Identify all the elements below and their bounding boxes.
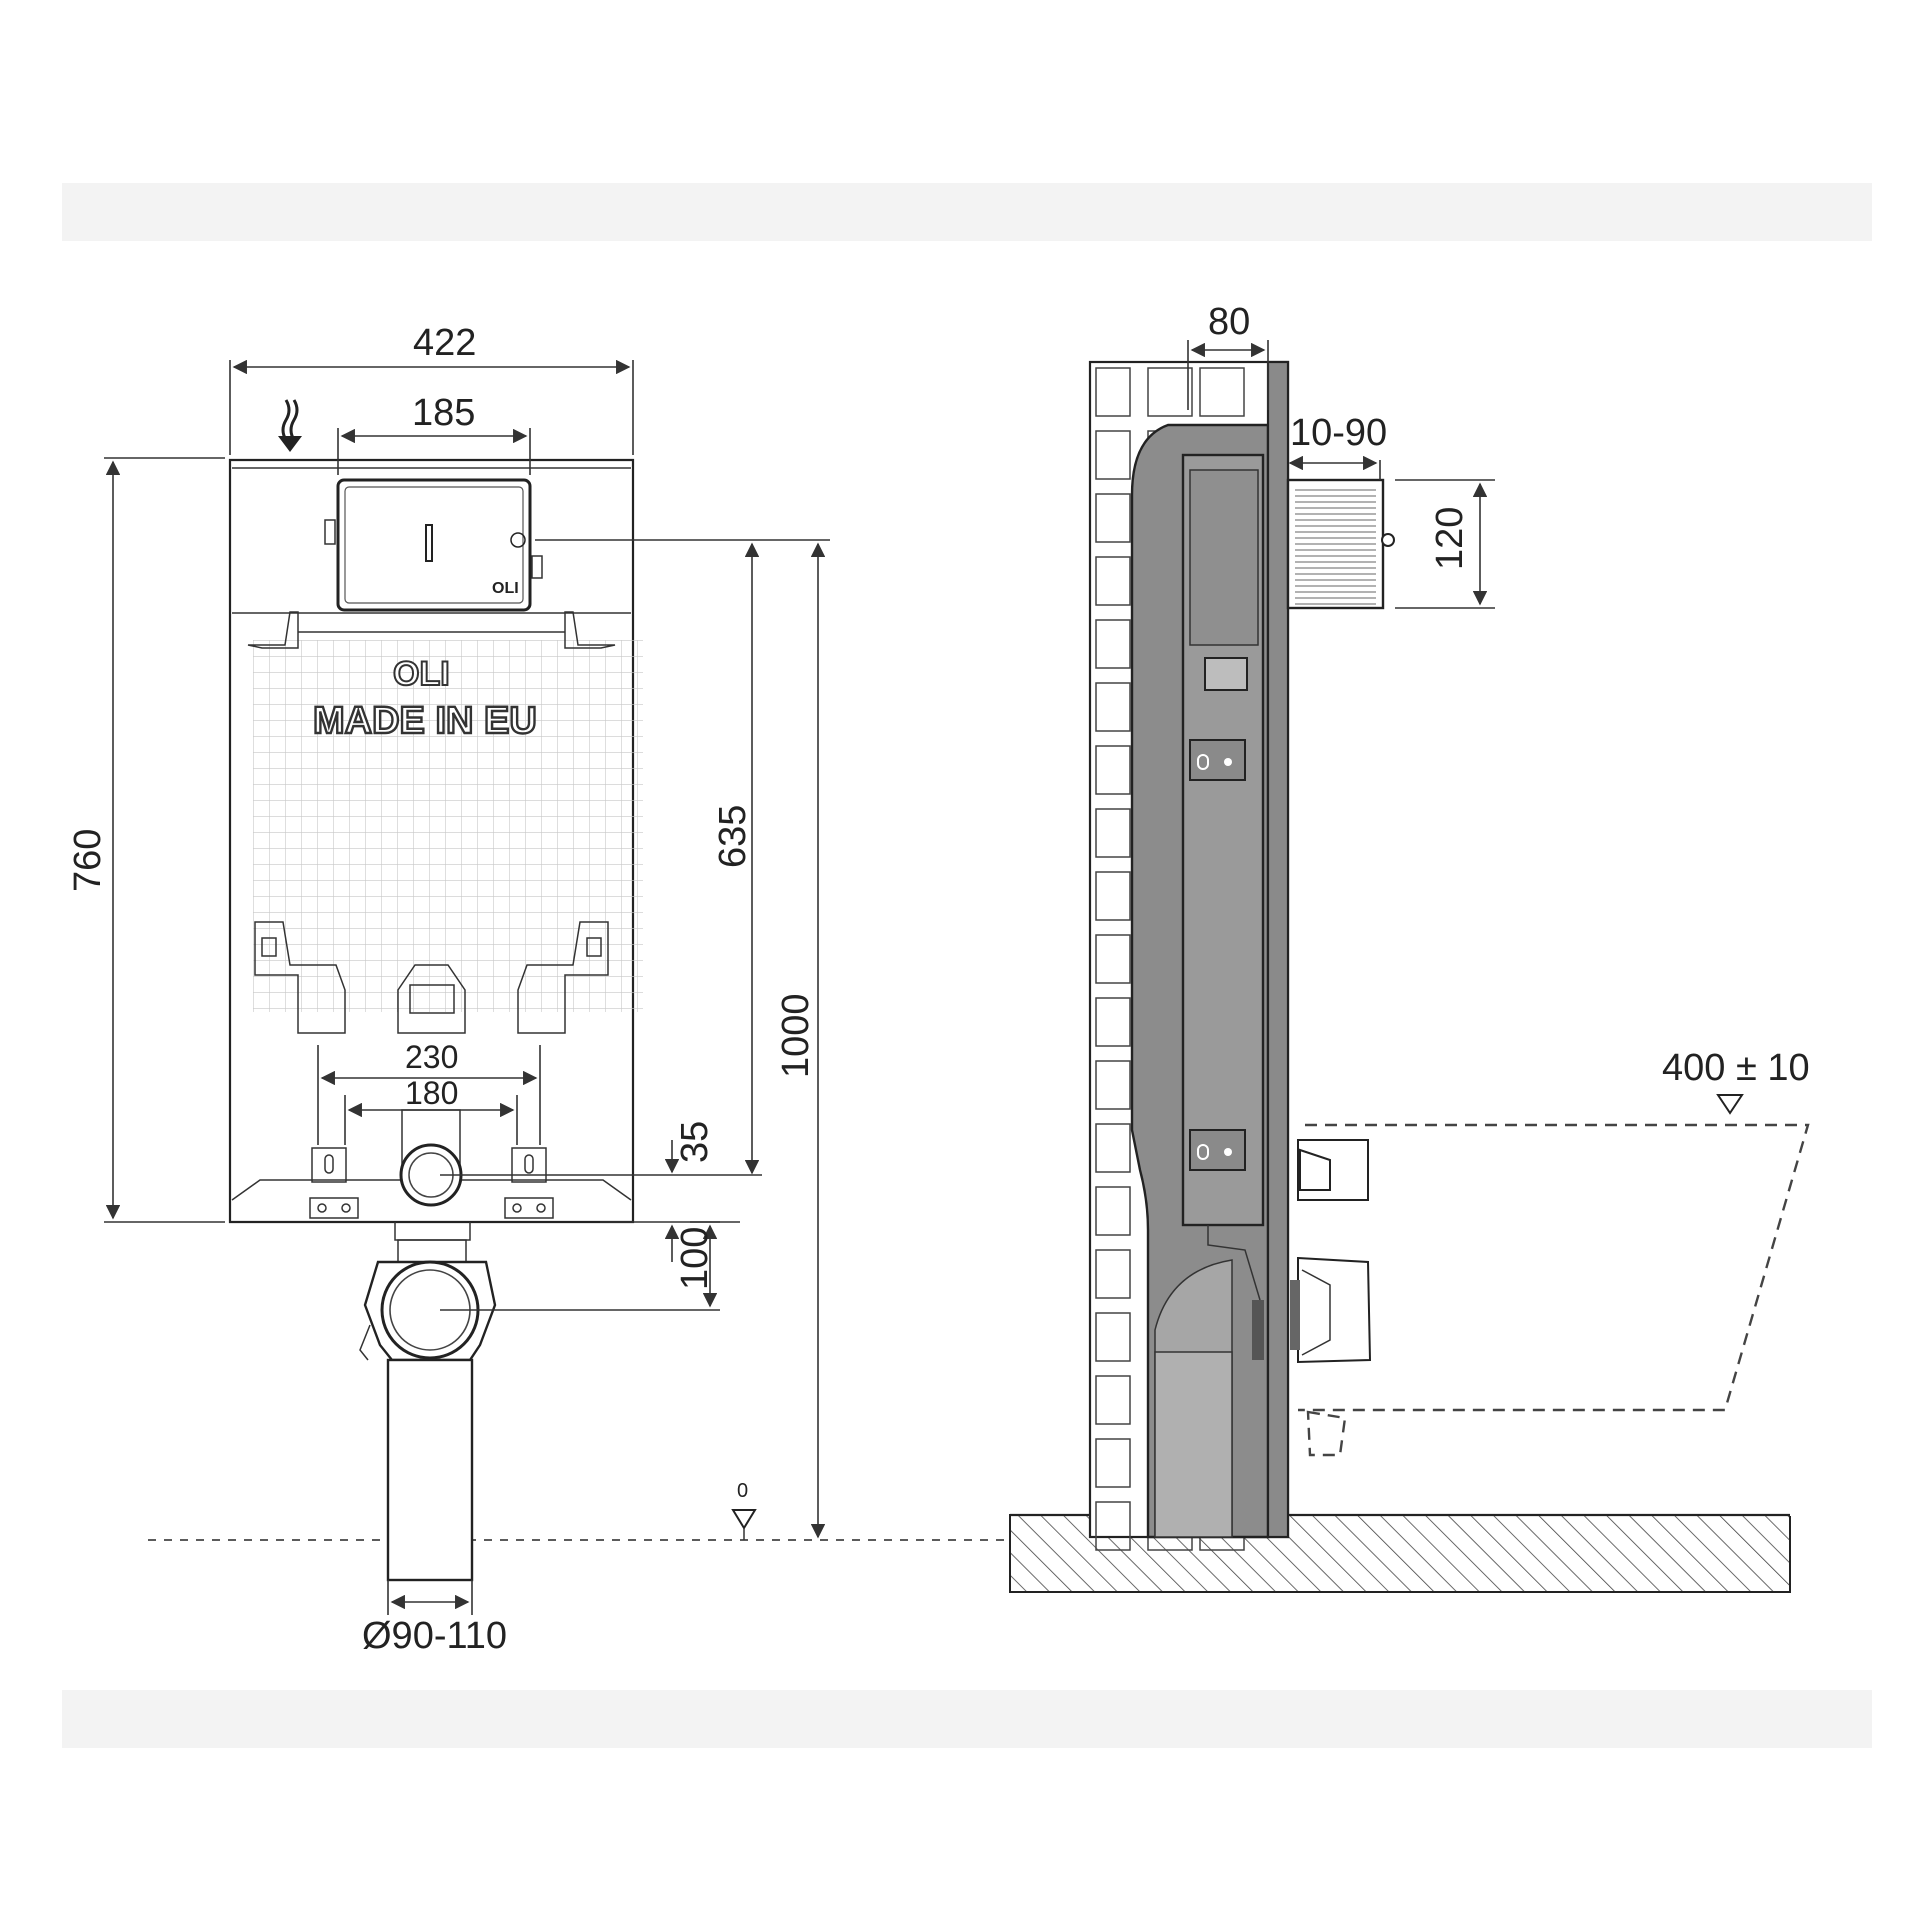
button-width-label: 185 [412, 392, 475, 434]
brick-tile [1095, 871, 1131, 921]
front-view: OLI OLI MADE IN EU [67, 322, 1010, 1657]
brick-tile [1095, 1186, 1131, 1236]
button-cross-marker [510, 532, 526, 548]
brick-tile [1199, 367, 1245, 417]
brick-tile [1095, 1249, 1131, 1299]
button-slot [425, 524, 433, 562]
flush-button-plate [336, 478, 532, 612]
brick-tile [1095, 997, 1131, 1047]
flush-valve-housing [397, 964, 466, 1034]
button-height-side-label: 120 [1429, 507, 1471, 570]
brick-tile [1095, 682, 1131, 732]
brick-tile [1095, 808, 1131, 858]
brick-tile [1095, 1060, 1131, 1110]
side-dimension-lines [1187, 340, 1495, 609]
outlet-offset-label: 35 [674, 1121, 716, 1163]
total-height-label: 1000 [775, 993, 817, 1078]
brick-tile [1095, 367, 1131, 417]
floor-level-marker [731, 1509, 757, 1530]
brick-tile [1095, 493, 1131, 543]
brick-tile [1095, 1375, 1131, 1425]
brick-tile [1095, 934, 1131, 984]
brick-tile [1147, 367, 1193, 417]
bracket-mid-left [254, 921, 346, 1034]
height-label: 760 [67, 829, 109, 892]
bowl-level-marker [1716, 1094, 1744, 1115]
drain-pipe [386, 1358, 474, 1582]
button-box-ridges [1295, 489, 1376, 605]
mount-tab-left [311, 1147, 347, 1183]
brick-tile [1095, 1501, 1131, 1551]
made-in-eu-label: MADE IN EU [313, 700, 537, 742]
outlet-drop-label: 100 [674, 1227, 716, 1290]
bracket-top-left [247, 611, 299, 649]
brick-tile [1095, 556, 1131, 606]
brick-tile [1095, 1312, 1131, 1362]
width-label: 422 [413, 322, 476, 364]
button-height-label: 635 [712, 805, 754, 868]
mount-spacing-inner-label: 180 [405, 1075, 458, 1111]
floor-level-label: 0 [737, 1480, 748, 1502]
bracket-mid-right [517, 921, 609, 1034]
cistern-top [228, 458, 635, 630]
brick-tile [1095, 1438, 1131, 1488]
depth-label: 80 [1208, 301, 1250, 343]
brick-tile [1095, 745, 1131, 795]
top-band [62, 183, 1872, 241]
pipe-diameter-label: Ø90-110 [362, 1615, 507, 1657]
mount-spacing-outer-label: 230 [405, 1039, 458, 1075]
side-view: 80 10-90 120 400 ± 10 [1009, 301, 1810, 1593]
bracket-top-right [564, 611, 616, 649]
mesh-panel [253, 640, 643, 1012]
bottom-band [62, 1690, 1872, 1748]
brand-logo: OLI [393, 655, 450, 693]
mount-tab-right [511, 1147, 547, 1183]
front-plate [1266, 360, 1290, 1539]
bowl-height-label: 400 ± 10 [1662, 1047, 1810, 1089]
button-brand-text: OLI [492, 580, 519, 597]
water-connector-upper [1297, 1139, 1369, 1201]
brick-tile [1095, 430, 1131, 480]
brick-tile [1095, 619, 1131, 669]
brick-tile [1095, 1123, 1131, 1173]
dimension-lines [104, 359, 830, 1615]
water-inlet-arrow-icon [278, 399, 302, 452]
wall-offset-label: 10-90 [1290, 412, 1387, 454]
toilet-bowl-outline [1298, 1123, 1810, 1412]
